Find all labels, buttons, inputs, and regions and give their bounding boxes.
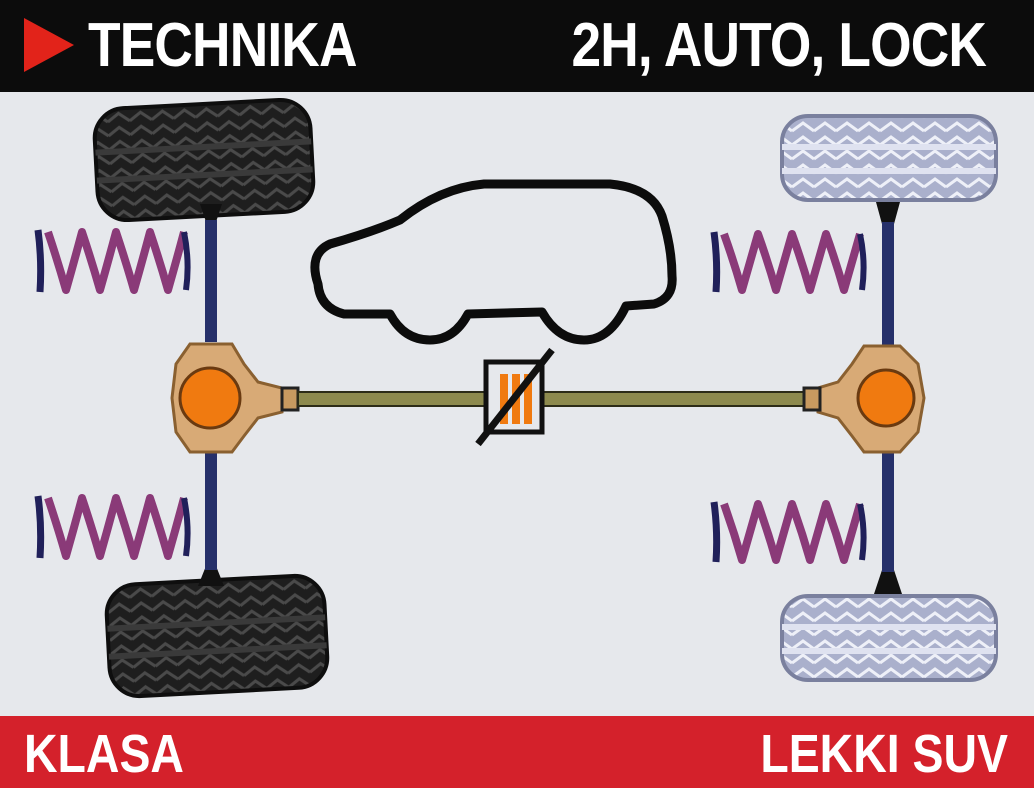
- play-arrow-icon: [24, 18, 74, 72]
- class-label: KLASA: [24, 724, 184, 784]
- front-upper-hub: [200, 204, 222, 222]
- drive-modes: 2H, AUTO, LOCK: [571, 11, 986, 80]
- rear-left-tire: [780, 114, 998, 202]
- rear-lower-halfshaft: [882, 448, 894, 572]
- header-title: TECHNIKA: [88, 11, 357, 80]
- rear-right-tire: [780, 594, 998, 682]
- front-lower-hub: [198, 566, 224, 586]
- front-lower-halfshaft: [205, 448, 217, 570]
- footer-bar: KLASA LEKKI SUV: [0, 716, 1034, 788]
- drivetrain-diagram: [34, 97, 998, 699]
- class-value: LEKKI SUV: [760, 724, 1008, 784]
- propeller-shaft: [297, 391, 807, 407]
- rear-lower-hub: [874, 570, 902, 594]
- rear-upper-halfshaft: [882, 222, 894, 348]
- front-left-tire: [92, 97, 316, 223]
- rear-differential: [802, 344, 926, 454]
- rear-upper-spring: [710, 230, 867, 294]
- front-lower-spring: [34, 494, 191, 560]
- car-silhouette-icon: [310, 179, 677, 345]
- front-right-tire: [104, 573, 330, 699]
- front-differential: [170, 342, 300, 454]
- front-upper-spring: [34, 228, 191, 294]
- center-coupling-icon: [475, 347, 555, 447]
- front-upper-halfshaft: [205, 220, 217, 342]
- header-bar: TECHNIKA 2H, AUTO, LOCK: [0, 0, 1034, 92]
- rear-lower-spring: [710, 500, 867, 564]
- rear-upper-hub: [876, 202, 900, 224]
